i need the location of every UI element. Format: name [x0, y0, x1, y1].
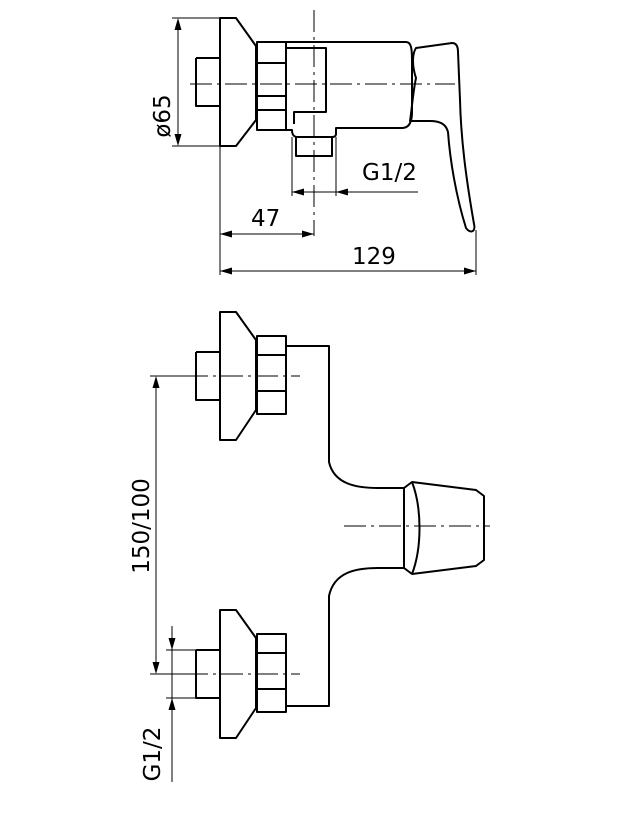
dim-diameter-label: ø65: [150, 94, 176, 137]
side-inlet-stub: [195, 57, 220, 107]
dim-spacing: 150/100: [129, 375, 196, 675]
dim-129: 129: [220, 244, 476, 275]
side-handle: [409, 42, 476, 233]
side-flange: [219, 17, 257, 147]
side-view: ø65 G1/2 47 129: [150, 10, 477, 275]
dim-129-label: 129: [352, 244, 396, 270]
dim-spacing-label: 150/100: [129, 478, 155, 574]
front-knob-ring: [411, 481, 421, 575]
front-bottom-nut: [256, 633, 287, 713]
dim-thread-top: G1/2: [292, 160, 418, 196]
side-hex-nut: [256, 41, 287, 131]
dim-thread-bottom-label: G1/2: [140, 727, 166, 782]
dim-47: 47: [220, 206, 314, 238]
front-top-nut: [256, 335, 287, 415]
front-view: 150/100 G1/2: [129, 311, 490, 782]
side-eccentric: [286, 47, 327, 124]
dim-thread-top-label: G1/2: [362, 160, 417, 186]
front-top-stub: [195, 351, 220, 401]
front-body: [286, 345, 405, 707]
dim-thread-bottom: G1/2: [140, 626, 196, 782]
dim-47-label: 47: [251, 206, 280, 232]
front-knob: [403, 481, 485, 575]
dim-diameter: ø65: [150, 18, 182, 146]
side-body: [286, 41, 413, 138]
